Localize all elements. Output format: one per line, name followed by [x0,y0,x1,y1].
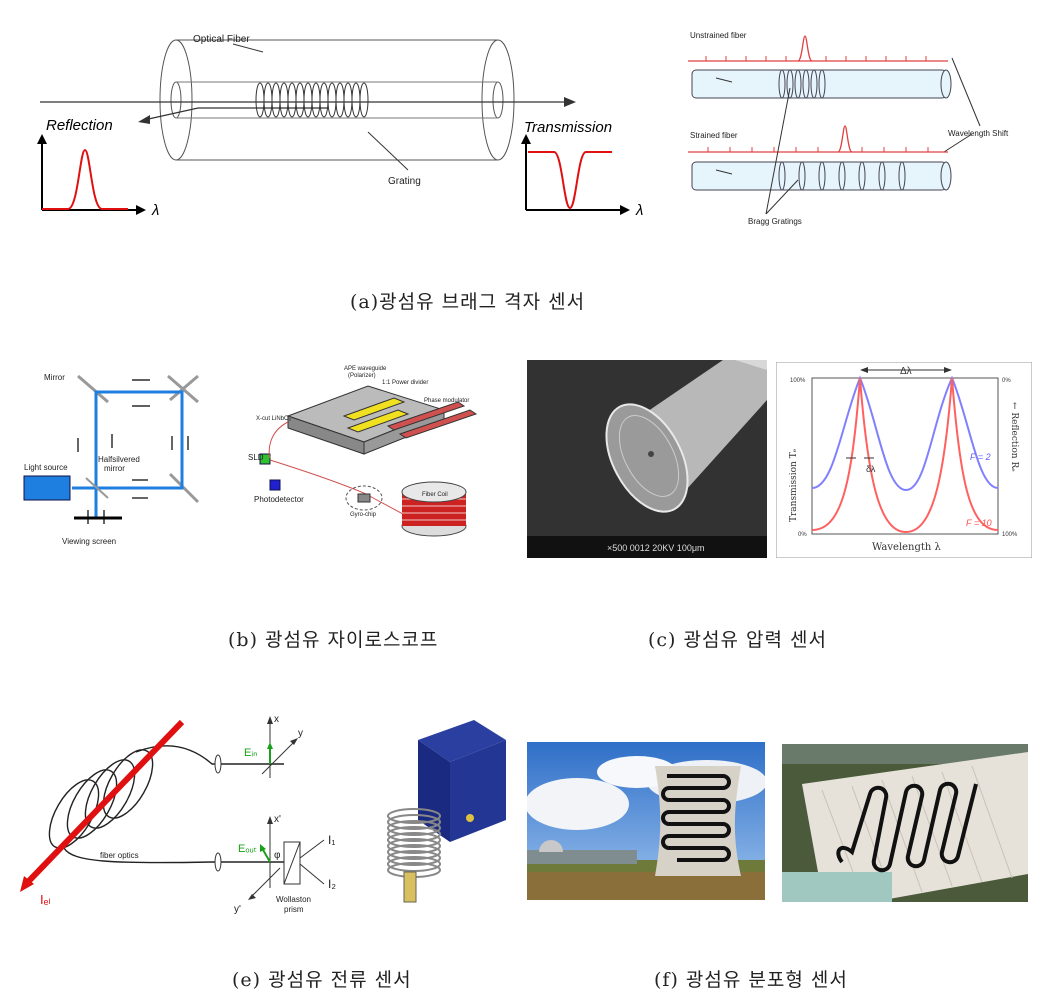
strained-label: Strained fiber [690,131,738,140]
fbg-diagram: Optical Fiber Grating Reflection Transmi… [37,34,643,219]
e-out-label: Eₒᵤₜ [238,843,257,855]
y-prime-label: y' [234,904,241,915]
caption-fbg: (a)광섬유 브래그 격자 센서 [350,291,586,313]
transmission-spectrum: λ [521,134,643,219]
fiber-coil-label: Fiber Coil [422,492,448,498]
sensor-box-photo [387,720,506,903]
mirror-label: Mirror [44,373,65,382]
phase-modulator-label: Phase modulator [424,398,469,404]
tick-100-left: 100% [790,378,806,384]
sem-scale-bar: ×500 0012 20KV 100μm [607,543,705,553]
caption-current: (e) 광섬유 전류 센서 [232,969,412,991]
y-axis-top: y [298,728,303,739]
x-prime-label: x' [274,814,281,825]
sld-label: SLD [248,453,264,462]
tick-0-right: 0% [1002,378,1011,384]
cooling-tower-photo [527,742,765,900]
current-diagram: x y Eᵢₙ x' y' Eₒᵤₜ φ I₁ I₂ Wollaston pri… [20,714,336,915]
caption-gyro: (b) 광섬유 자이로스코프 [228,629,439,651]
power-divider-label: 1:1 Power divider [382,380,428,386]
grating-label: Grating [388,176,421,187]
dam-photo [782,744,1028,902]
optical-fiber-label: Optical Fiber [193,34,250,45]
i2-label: I₂ [328,877,336,891]
transmission-label: Transmission [524,119,612,136]
wollaston-label-1: Wollaston [276,895,311,904]
tick-100-right: 100% [1002,532,1018,538]
wavelength-shift-label: Wavelength Shift [948,129,1009,138]
tick-0-left: 0% [798,532,807,538]
delta-lambda-label: Δλ [900,366,912,377]
x-axis-label: Wavelength λ [872,542,942,553]
halfsilvered-label-2: mirror [104,464,125,473]
wollaston-label-2: prism [284,905,304,914]
f10-label: F = 10 [966,518,992,528]
fp-chart: Δλ δλ F = 2 F = 10 Transmission Tₑ ← Ref… [776,362,1032,558]
gyro-mirror-diagram: Mirror Light source Halfsilvered mirror … [23,373,200,546]
unstrained-label: Unstrained fiber [690,31,747,40]
reflection-label: Reflection [46,117,113,134]
i1-label: I₁ [328,833,335,847]
caption-distributed: (f) 광섬유 분포형 센서 [654,969,848,991]
bragg-gratings-label: Bragg Gratings [748,217,802,226]
y-right-label: ← Reflection Rₑ [1009,402,1019,472]
gyro-chip-label: Gyro-chip [350,512,377,518]
photodetector-label: Photodetector [254,495,304,504]
f2-label: F = 2 [970,452,991,462]
light-source-label: Light source [24,463,68,472]
xcut-label: X-cut LiNbO₃ [256,416,292,422]
gyro-chip-diagram: APE waveguide (Polarizer) 1:1 Power divi… [248,366,478,537]
sem-photo: ×500 0012 20KV 100μm [527,360,767,558]
ape-label-2: (Polarizer) [348,373,376,379]
i-el-label: Iₑₗ [40,892,51,907]
x-axis-top: x [274,714,279,725]
viewing-screen-label: Viewing screen [62,537,116,546]
delta-lambda-small: δλ [866,464,876,474]
lambda-label-2: λ [635,202,643,219]
caption-pressure: (c) 광섬유 압력 센서 [648,629,827,651]
strain-diagram: Unstrained fiber Strained fiber Waveleng… [688,31,1009,226]
ape-label-1: APE waveguide [344,366,387,372]
halfsilvered-label-1: Halfsilvered [98,455,140,464]
y-left-label: Transmission Tₑ [789,448,799,522]
reflection-spectrum: λ [37,134,159,219]
fiber-optics-label: fiber optics [100,851,139,860]
e-in-label: Eᵢₙ [244,747,257,759]
lambda-label: λ [151,202,159,219]
phi-label: φ [274,850,281,861]
